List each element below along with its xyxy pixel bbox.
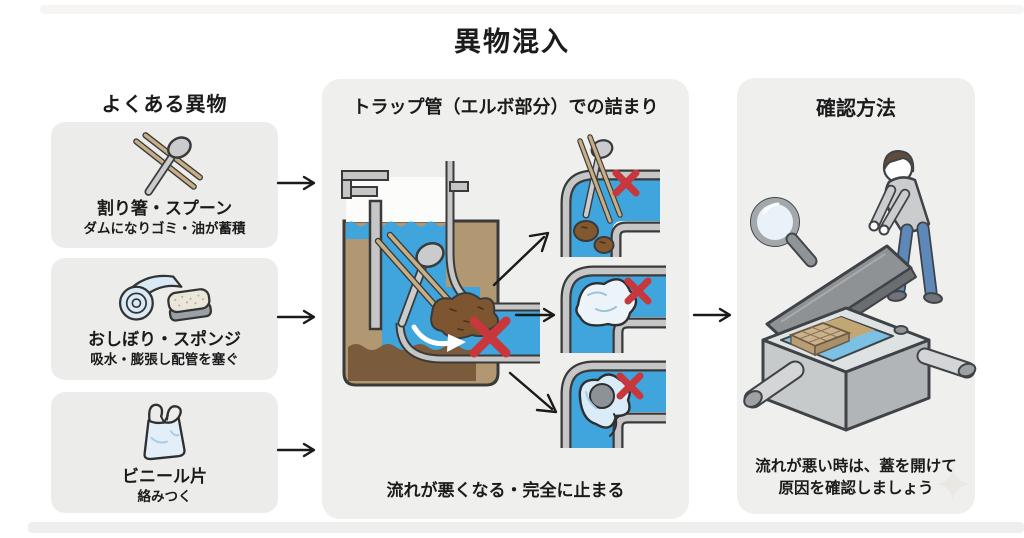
page-title: 異物混入 <box>454 27 570 58</box>
clog-inset-plastic <box>560 360 666 448</box>
arrow-to-inset-bottom <box>508 371 558 414</box>
top-edge-band <box>40 5 1024 14</box>
arrow-to-inset-top <box>492 231 550 287</box>
bottom-edge-band <box>28 522 1024 533</box>
trap-panel-header: トラップ管（エルボ部分）での詰まり <box>352 97 659 118</box>
arrow-to-inset-middle <box>514 307 556 323</box>
item-name: 割り箸・スプーン <box>96 199 233 220</box>
arrow-item3-to-trap <box>276 442 316 458</box>
check-panel-caption-line2: 原因を確認しましょう <box>778 479 934 497</box>
foreign-object-card-towel: おしぼり・スポンジ 吸水・膨張し配管を塞ぐ <box>51 258 278 380</box>
trap-panel-caption: 流れが悪くなる・完全に止まる <box>386 481 625 501</box>
chopsticks-spoon-icon <box>132 132 203 196</box>
arrow-trap-to-check <box>692 307 732 323</box>
trap-clog-panel: トラップ管（エルボ部分）での詰まり <box>322 79 689 519</box>
check-method-panel: 確認方法 <box>737 78 977 514</box>
towel-sponge-icon <box>118 274 212 322</box>
foreign-object-card-plastic: ビニール片 絡みつく <box>51 392 278 513</box>
clog-inset-towel <box>560 265 666 353</box>
check-panel-caption-line1: 流れが悪い時は、蓋を開けて <box>755 457 957 475</box>
arrow-item2-to-trap <box>276 309 316 325</box>
item-name: ビニール片 <box>122 466 207 487</box>
item-name: おしぼり・スポンジ <box>88 330 241 351</box>
item-effect: 絡みつく <box>137 488 192 505</box>
check-panel-header: 確認方法 <box>816 96 896 120</box>
plastic-bag-icon <box>142 403 186 460</box>
item-effect: 吸水・膨張し配管を塞ぐ <box>90 352 239 369</box>
trap-cross-section-illustration <box>341 161 540 387</box>
left-column-header: よくある異物 <box>101 92 228 116</box>
foreign-object-card-chopsticks: 割り箸・スプーン ダムになりゴミ・油が蓄積 <box>51 122 278 248</box>
clog-inset-chopsticks <box>560 134 660 257</box>
arrow-item1-to-trap <box>276 175 316 191</box>
sparkle-watermark-icon <box>935 466 971 502</box>
item-effect: ダムになりゴミ・油が蓄積 <box>83 221 246 238</box>
grease-trap-inspection-illustration <box>743 149 977 432</box>
